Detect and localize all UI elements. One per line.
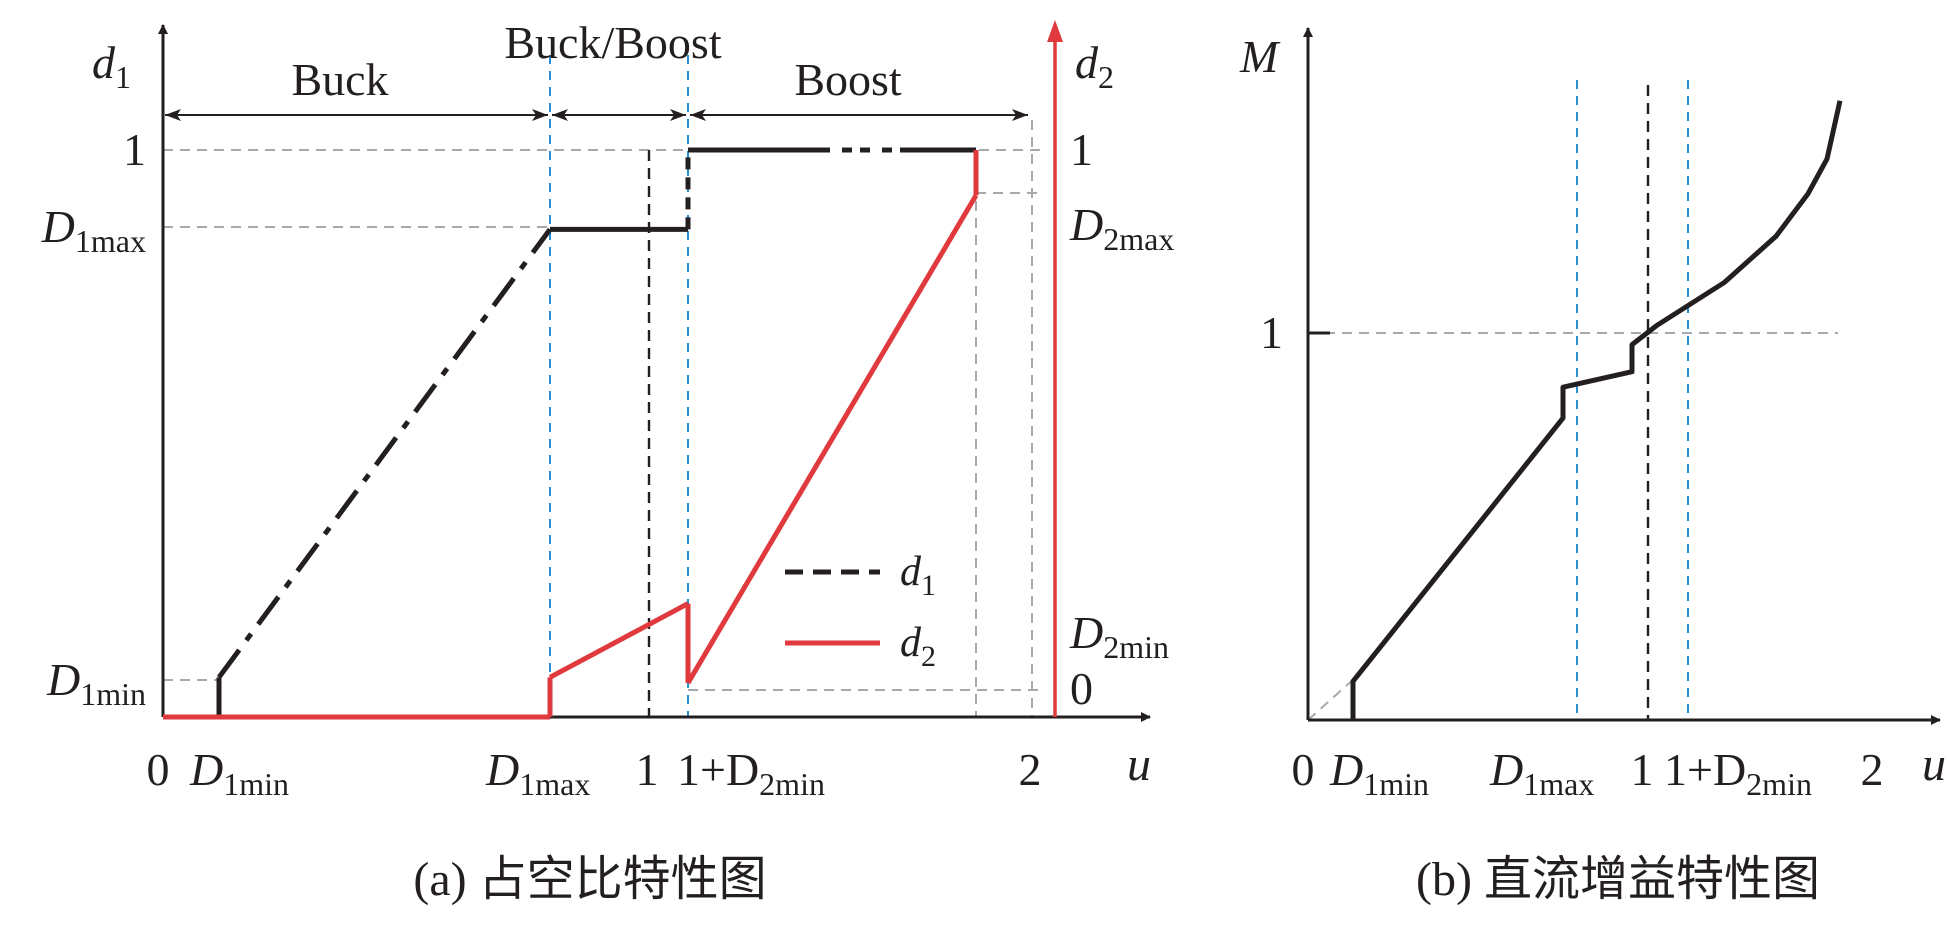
panel-a-region-arrows: [165, 109, 1028, 121]
region-label-boost: Boost: [794, 54, 902, 105]
panel-a-xtick-one-plus-d2min: 1+D2min: [677, 744, 825, 802]
panel-a-legend: d1 d2: [785, 549, 936, 673]
panel-b-xtick-one: 1: [1631, 744, 1654, 795]
panel-a-ylabel-left: d1: [92, 37, 131, 95]
series-m-line: [1350, 100, 1843, 720]
panel-a-ytick-left-d1min: D1min: [46, 654, 146, 712]
panel-a-ytick-right-d2min: D2min: [1069, 607, 1169, 665]
panel-a-xtick-two: 2: [1019, 744, 1042, 795]
legend-d2-label: d2: [900, 620, 936, 673]
panel-b-dc-gain: M u 1 0 D1min D1max 1 1+D2min 2 (b) 直流增益…: [1239, 27, 1946, 906]
panel-a-xtick-zero: 0: [147, 744, 170, 795]
series-d2-segment-4: [685, 194, 979, 685]
panel-b-xtick-two: 2: [1861, 744, 1884, 795]
panel-b-xtick-one-plus-d2min: 1+D2min: [1664, 744, 1812, 802]
panel-b-xtick-d1min: D1min: [1329, 744, 1429, 802]
panel-a-ytick-left-d1max: D1max: [41, 201, 146, 259]
panel-b-xlabel: u: [1922, 738, 1946, 791]
panel-a-y-axis-right-arrow: [1047, 20, 1063, 42]
panel-b-guide-origin: [1307, 677, 1356, 721]
panel-a-ytick-right-d2max: D2max: [1069, 199, 1174, 257]
series-d1-segment-1: [216, 227, 553, 679]
legend-d1-label: d1: [900, 549, 936, 602]
panel-b-ylabel: M: [1239, 31, 1281, 82]
panel-a-xlabel: u: [1127, 738, 1151, 791]
panel-a-caption: (a) 占空比特性图: [413, 853, 766, 906]
panel-a-ytick-right-one: 1: [1070, 124, 1093, 175]
panel-b-ytick-one: 1: [1260, 307, 1283, 358]
panel-a-ylabel-right: d2: [1075, 37, 1114, 95]
series-d2-segment-2: [548, 601, 690, 680]
panel-a-xtick-d1max: D1max: [485, 744, 590, 802]
panel-a-ytick-left-one: 1: [123, 124, 146, 175]
panel-b-caption: (b) 直流增益特性图: [1416, 853, 1820, 906]
panel-a-guides: [163, 55, 1040, 717]
region-label-buck-boost: Buck/Boost: [504, 17, 721, 68]
panel-b-xtick-zero: 0: [1292, 744, 1315, 795]
panel-b-xtick-d1max: D1max: [1489, 744, 1594, 802]
panel-a-xtick-d1min: D1min: [189, 744, 289, 802]
panel-a-xtick-one: 1: [636, 744, 659, 795]
panel-a-duty-cycle: d1 d2 Buck Buck/Boost Boost d1 d2 u 1 D1…: [41, 17, 1175, 906]
panel-a-ytick-right-zero: 0: [1070, 663, 1093, 714]
region-label-buck: Buck: [291, 54, 388, 105]
